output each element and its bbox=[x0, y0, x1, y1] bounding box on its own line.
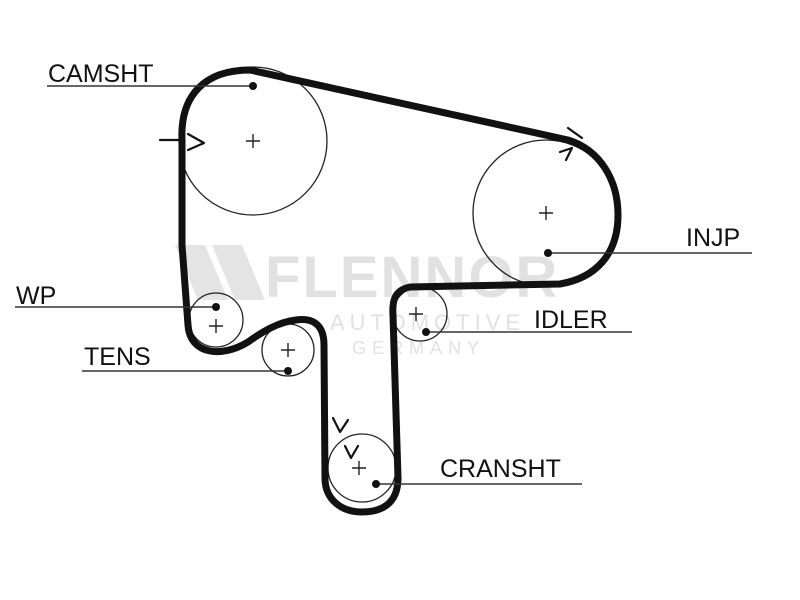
watermark: FLENNOR AUTOMOTIVE GERMANY bbox=[175, 245, 559, 358]
camshaft-timing-arrow-icon bbox=[158, 132, 206, 152]
timing-mark-dots bbox=[212, 82, 552, 488]
watermark-line2: GERMANY bbox=[352, 338, 485, 358]
timing-belt bbox=[178, 66, 622, 516]
crankshaft-timing-arrow-icon bbox=[331, 416, 360, 460]
label-camshaft: CAMSHT bbox=[48, 60, 154, 88]
label-idler: IDLER bbox=[534, 306, 608, 334]
label-tensioner: TENS bbox=[84, 343, 151, 371]
injection-pump-timing-arrow-icon bbox=[558, 126, 584, 162]
watermark-logo-icon bbox=[175, 245, 265, 300]
leader-lines bbox=[15, 85, 752, 485]
label-injection-pump: INJP bbox=[686, 224, 740, 252]
center-marks bbox=[209, 134, 553, 475]
label-crankshaft: CRANSHT bbox=[440, 455, 561, 483]
watermark-brand: FLENNOR bbox=[265, 245, 559, 310]
timing-arrows bbox=[158, 126, 584, 460]
label-water-pump: WP bbox=[16, 282, 56, 310]
